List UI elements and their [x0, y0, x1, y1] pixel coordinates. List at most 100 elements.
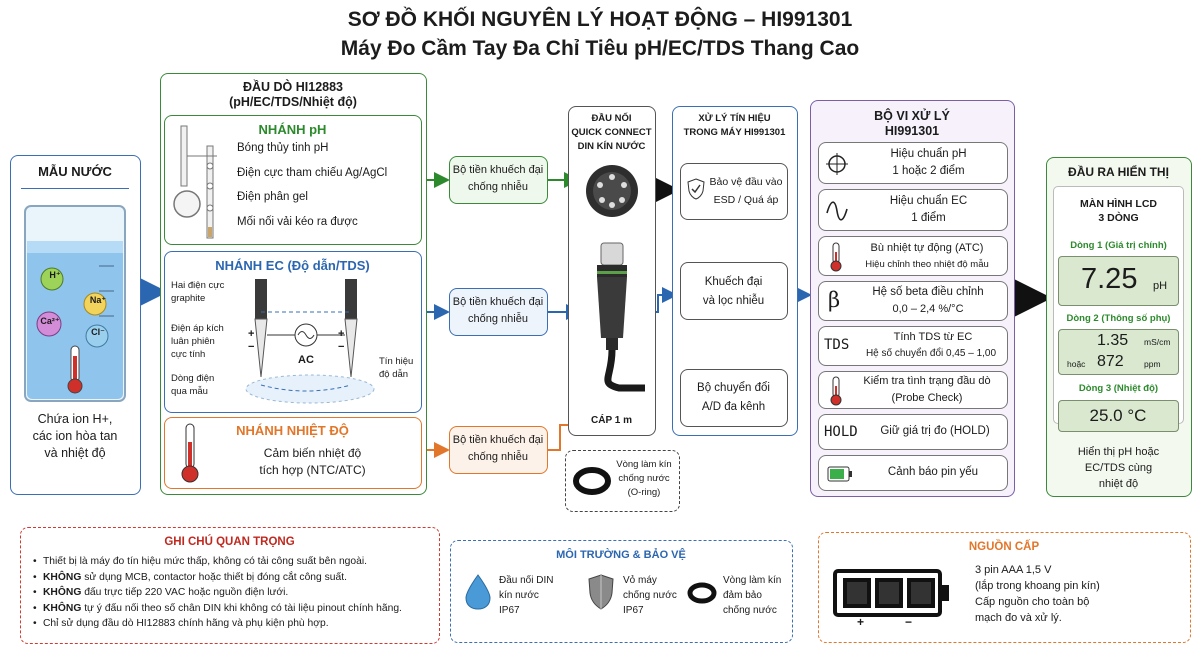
ph-item-4: Mối nối vải kéo ra được — [237, 216, 358, 228]
mcu-row-5-l2: Hệ số chuyển đổi 0,45 – 1,00 — [865, 348, 997, 359]
temp-line-1: Cảm biến nhiệt độ — [263, 446, 362, 460]
power-plus: + — [857, 615, 865, 629]
ec-branch-title: NHÁNH EC (Độ dẫn/TDS) — [215, 258, 370, 273]
mcu-row-4-l1: Hệ số beta điều chỉnh — [872, 286, 984, 298]
cable-label: CÁP 1 m — [591, 415, 632, 426]
lcd-row-1: 7.25 pH — [1058, 256, 1179, 306]
probe-header-1: ĐẦU DÒ HI12883 — [242, 80, 344, 94]
preamp-ph-line-2: chống nhiễu — [468, 181, 528, 193]
shield-icon — [588, 574, 614, 610]
ec-branch: NHÁNH EC (Độ dẫn/TDS) Hai điện cực graph… — [164, 251, 422, 413]
row1-label: Dòng 1 (Giá trị chính) — [1070, 240, 1167, 251]
preamp-temp-line-1: Bộ tiền khuếch đại — [452, 434, 544, 446]
connector-panel: ĐẦU NỐI QUICK CONNECT DIN KÍN NƯỚC CÁP 1… — [568, 106, 656, 436]
power-l4: mạch đo và xử lý. — [975, 612, 1062, 624]
protect-line-1: Bảo vệ đầu vào — [709, 176, 783, 188]
ec-minus-right: − — [338, 341, 345, 353]
ph-item-3: Điện phân gel — [237, 191, 308, 203]
power-minus: − — [905, 615, 913, 629]
row2-label: Dòng 2 (Thông số phụ) — [1066, 313, 1171, 324]
preamp-ec: Bộ tiền khuếch đại chống nhiễu — [449, 288, 548, 336]
mcu-row-1-l1: Hiệu chuẩn pH — [890, 148, 967, 160]
thermometer-icon — [830, 242, 842, 272]
row2-or: hoặc — [1067, 359, 1086, 369]
env-b2: chống nước — [623, 590, 677, 601]
mcu-header-2: HI991301 — [884, 124, 940, 138]
note-item-1: Thiết bị là máy đo tín hiệu mức thấp, kh… — [31, 554, 402, 570]
notes-list: Thiết bị là máy đo tín hiệu mức thấp, kh… — [31, 554, 402, 632]
env-title: MÔI TRƯỜNG & BẢO VỆ — [556, 549, 686, 561]
mcu-row-2-l2: 1 điểm — [911, 212, 946, 224]
connector-line-3: DIN KÍN NƯỚC — [577, 141, 646, 152]
ion-cl: Cl⁻ — [91, 327, 105, 337]
din-connector-icon — [586, 165, 645, 392]
row3-label: Dòng 3 (Nhiệt độ) — [1078, 383, 1159, 394]
hold-icon: HOLD — [824, 424, 858, 440]
mcu-row-2-l1: Hiệu chuẩn EC — [889, 195, 968, 207]
ion-na: Na⁺ — [89, 295, 107, 305]
adc-box: Bộ chuyển đổi A/D đa kênh — [680, 369, 788, 427]
env-box: MÔI TRƯỜNG & BẢO VỆ Đầu nối DIN kín nước… — [450, 540, 793, 643]
thermometer-icon — [181, 423, 199, 483]
beta-icon: β — [828, 288, 841, 312]
mcu-row-6-l1: Kiểm tra tình trạng đầu dò — [863, 375, 991, 387]
amp-line-1: Khuếch đại — [704, 276, 763, 288]
env-c3: chống nước — [723, 605, 777, 616]
mcu-header-1: BỘ VI XỬ LÝ — [874, 109, 950, 123]
note-item-5: Chỉ sử dụng đầu dò HI12883 chính hãng và… — [31, 616, 402, 632]
row2-value-a: 1.35 — [1097, 332, 1129, 349]
sample-caption-3: và nhiệt độ — [44, 446, 106, 460]
ec-ac-label: AC — [298, 354, 314, 366]
title-line-1: SƠ ĐỒ KHỐI NGUYÊN LÝ HOẠT ĐỘNG – HI99130… — [347, 8, 853, 31]
water-drop-icon — [465, 574, 491, 610]
amp-line-2: và lọc nhiễu — [702, 295, 765, 307]
display-caption-3: nhiệt độ — [1098, 478, 1139, 490]
mcu-row-1-l2: 1 hoặc 2 điểm — [892, 165, 965, 177]
oring-icon — [573, 467, 611, 495]
ec-electrodes-icon — [245, 279, 375, 404]
ec-label-current-1: Dòng điện — [171, 373, 215, 384]
ec-minus-left: − — [248, 341, 255, 353]
oring-line-1: Vòng làm kín — [616, 459, 672, 470]
row2-unit-a: mS/cm — [1144, 337, 1171, 347]
preamp-temp-line-2: chống nhiễu — [468, 451, 528, 463]
ec-label-current-2: qua mẫu — [171, 386, 208, 397]
ec-label-electrodes-1: Hai điện cực — [171, 280, 225, 291]
oring-icon — [687, 582, 717, 604]
probe-header-2: (pH/EC/TDS/Nhiệt độ) — [229, 95, 357, 109]
row1-value: 7.25 — [1081, 263, 1138, 295]
ec-label-signal-2: độ dẫn — [379, 369, 409, 380]
lcd-line-2: 3 DÒNG — [1098, 212, 1139, 224]
notes-box: GHI CHÚ QUAN TRỌNG Thiết bị là máy đo tí… — [20, 527, 440, 644]
notes-title: GHI CHÚ QUAN TRỌNG — [164, 536, 295, 548]
sample-caption-2: các ion hòa tan — [32, 429, 118, 443]
mcu-row-3-l1: Bù nhiệt tự động (ATC) — [870, 242, 984, 254]
protect-line-2: ESD / Quá áp — [713, 194, 779, 206]
display-header: ĐẦU RA HIỂN THỊ — [1068, 165, 1169, 179]
mcu-row-beta: β Hệ số beta điều chỉnh 0,0 – 2,4 %/°C — [818, 281, 1008, 321]
display-caption-1: Hiển thị pH hoặc — [1077, 446, 1160, 458]
preamp-ph-line-1: Bộ tiền khuếch đại — [452, 164, 544, 176]
ec-label-voltage-1: Điện áp kích — [171, 323, 224, 334]
mcu-row-tds: TDS Tính TDS từ EC Hệ số chuyển đổi 0,45… — [818, 326, 1008, 366]
battery-icon — [827, 466, 852, 482]
env-c1: Vòng làm kín — [723, 575, 782, 586]
preamp-ph: Bộ tiền khuếch đại chống nhiễu — [449, 156, 548, 204]
ec-plus-right: + — [338, 328, 345, 340]
oring-line-3: (O-ring) — [627, 487, 661, 498]
thermometer-icon — [830, 376, 842, 406]
mcu-row-7-l1: Giữ giá trị đo (HOLD) — [880, 425, 990, 437]
row3-value: 25.0 °C — [1089, 406, 1147, 425]
ph-electrode-icon — [173, 125, 217, 239]
mcu-row-ph-cal: Hiệu chuẩn pH 1 hoặc 2 điểm — [818, 142, 1008, 184]
preamp-ec-line-2: chống nhiễu — [468, 313, 528, 325]
power-l1: 3 pin AAA 1,5 V — [975, 564, 1052, 576]
temp-branch: NHÁNH NHIỆT ĐỘ Cảm biến nhiệt độ tích hợ… — [164, 417, 422, 489]
mcu-row-3-l2: Hiệu chỉnh theo nhiệt độ mẫu — [865, 259, 989, 270]
battery-pack-icon — [833, 569, 949, 617]
display-panel: ĐẦU RA HIỂN THỊ MÀN HÌNH LCD 3 DÒNG Dòng… — [1046, 157, 1192, 497]
ec-label-voltage-2: luân phiên — [171, 336, 215, 347]
crosshair-icon — [826, 153, 848, 175]
env-a1: Đầu nối DIN — [499, 575, 554, 586]
connector-line-2: QUICK CONNECT — [571, 127, 652, 138]
